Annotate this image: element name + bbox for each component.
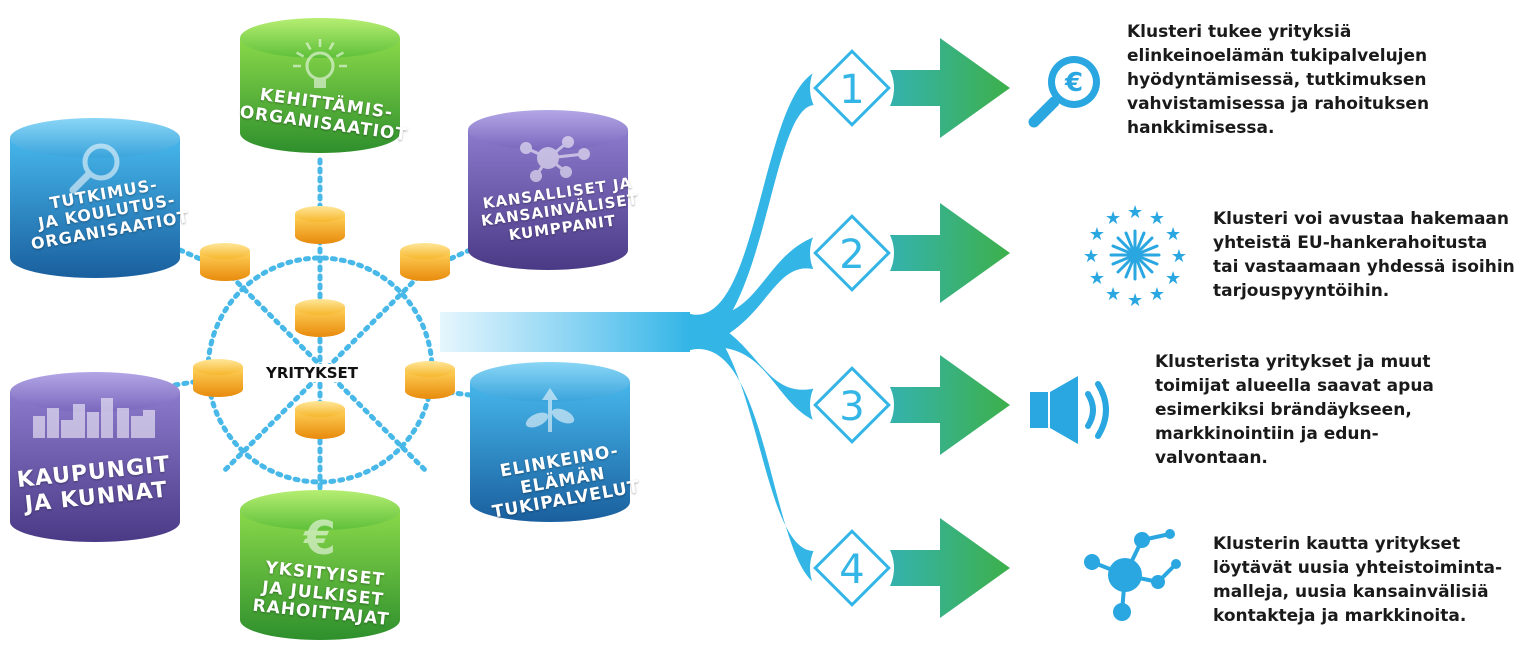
benefit-line: esimerkiksi brändäykseen, — [1155, 400, 1412, 420]
step-badge — [810, 211, 894, 295]
star-icon: ★ — [1165, 224, 1181, 245]
benefit-arrows: 1 2 3 4 — [440, 38, 1010, 618]
benefit-line: Klusterista yritykset ja muut — [1155, 352, 1431, 372]
svg-text:€: € — [303, 511, 336, 565]
benefit-line: Klusteri tukee yrityksiä — [1127, 22, 1352, 42]
company-cylinder — [405, 361, 455, 399]
step-badge — [810, 46, 894, 130]
benefit-text-2: Klusteri voi avustaa hakemaan yhteistä E… — [1213, 207, 1515, 303]
benefit-line: malleja, uusia kansainvälisiä — [1213, 582, 1489, 602]
eu-stars-icon: ★★★★★★★★★★★★ — [1083, 202, 1187, 311]
benefit-line: yhteistä EU-hankerahoitusta — [1213, 233, 1488, 253]
step-badge — [810, 526, 894, 610]
benefit-arrow-1: 1 — [690, 38, 1010, 350]
star-icon: ★ — [1083, 246, 1099, 267]
benefit-text-1: Klusteri tukee yrityksiä elinkeinoelämän… — [1127, 20, 1429, 140]
node-cylinder-kehittamis — [240, 18, 400, 153]
step-number: 4 — [839, 547, 864, 593]
node-cylinder-yksityiset: € — [240, 490, 400, 640]
benefit-text-4: Klusterin kautta yritykset löytävät uusi… — [1213, 532, 1502, 628]
benefit-line: toimijat alueella saavat apua — [1155, 376, 1434, 396]
company-cylinder — [295, 401, 345, 439]
arrow-trunk — [440, 312, 690, 352]
benefit-line: elinkeinoelämän tukipalvelujen — [1127, 46, 1428, 66]
star-icon: ★ — [1149, 284, 1165, 305]
benefit-text-3: Klusterista yritykset ja muut toimijat a… — [1155, 350, 1434, 470]
star-icon: ★ — [1127, 202, 1143, 223]
benefit-line: markkinointiin ja edun- — [1155, 424, 1379, 444]
network-icon — [520, 136, 590, 182]
benefit-arrow-4: 4 — [690, 314, 1010, 618]
euro-search-icon: € — [1028, 56, 1100, 128]
benefit-arrow-2: 2 — [690, 203, 1010, 350]
step-number: 3 — [839, 384, 864, 430]
company-cylinder — [295, 299, 345, 337]
lightbulb-icon — [293, 39, 347, 88]
benefit-line: tarjouspyyntöihin. — [1213, 281, 1390, 301]
network-nodes-icon — [1084, 529, 1181, 621]
benefit-line: hyödyntämisessä, tutkimuksen — [1127, 70, 1427, 90]
company-cylinder — [193, 359, 243, 397]
magnifier-icon — [69, 143, 120, 194]
star-icon: ★ — [1105, 208, 1121, 229]
star-icon: ★ — [1089, 224, 1105, 245]
star-icon: ★ — [1165, 268, 1181, 289]
company-cylinder — [295, 206, 345, 244]
svg-text:€: € — [1064, 68, 1083, 98]
star-icon: ★ — [1105, 284, 1121, 305]
node-cylinder-elinkeino — [470, 362, 630, 522]
star-icon: ★ — [1171, 246, 1187, 267]
step-number: 2 — [839, 232, 864, 278]
benefit-line: kontakteja ja markkinoita. — [1213, 606, 1467, 626]
benefit-line: valvontaan. — [1155, 448, 1268, 468]
step-badge — [810, 363, 894, 447]
euro-icon: € — [303, 511, 336, 565]
node-cylinder-tutkimus — [10, 118, 180, 278]
company-nodes — [193, 206, 455, 439]
benefit-line: vahvistamisessa ja rahoituksen — [1127, 94, 1430, 114]
speaker-icon — [1030, 376, 1109, 444]
benefit-line: tai vastaamaan yhdessä isoihin — [1213, 257, 1515, 277]
company-cylinder — [200, 243, 250, 281]
company-cylinder — [400, 243, 450, 281]
benefit-line: Klusterin kautta yritykset — [1213, 534, 1461, 554]
node-cylinder-kaupungit — [10, 372, 180, 542]
star-icon: ★ — [1089, 268, 1105, 289]
step-number: 1 — [839, 67, 864, 113]
benefit-arrow-3: 3 — [690, 314, 1010, 455]
star-icon: ★ — [1149, 208, 1165, 229]
star-icon: ★ — [1127, 290, 1143, 311]
center-label: YRITYKSET — [264, 364, 360, 382]
sprout-icon — [525, 388, 575, 432]
benefit-line: Klusteri voi avustaa hakemaan — [1213, 209, 1509, 229]
node-cylinder-kansalliset — [468, 110, 628, 270]
city-icon — [33, 398, 155, 438]
benefit-line: hankkimisessa. — [1127, 118, 1275, 138]
benefit-line: löytävät uusia yhteistoiminta- — [1213, 558, 1503, 578]
